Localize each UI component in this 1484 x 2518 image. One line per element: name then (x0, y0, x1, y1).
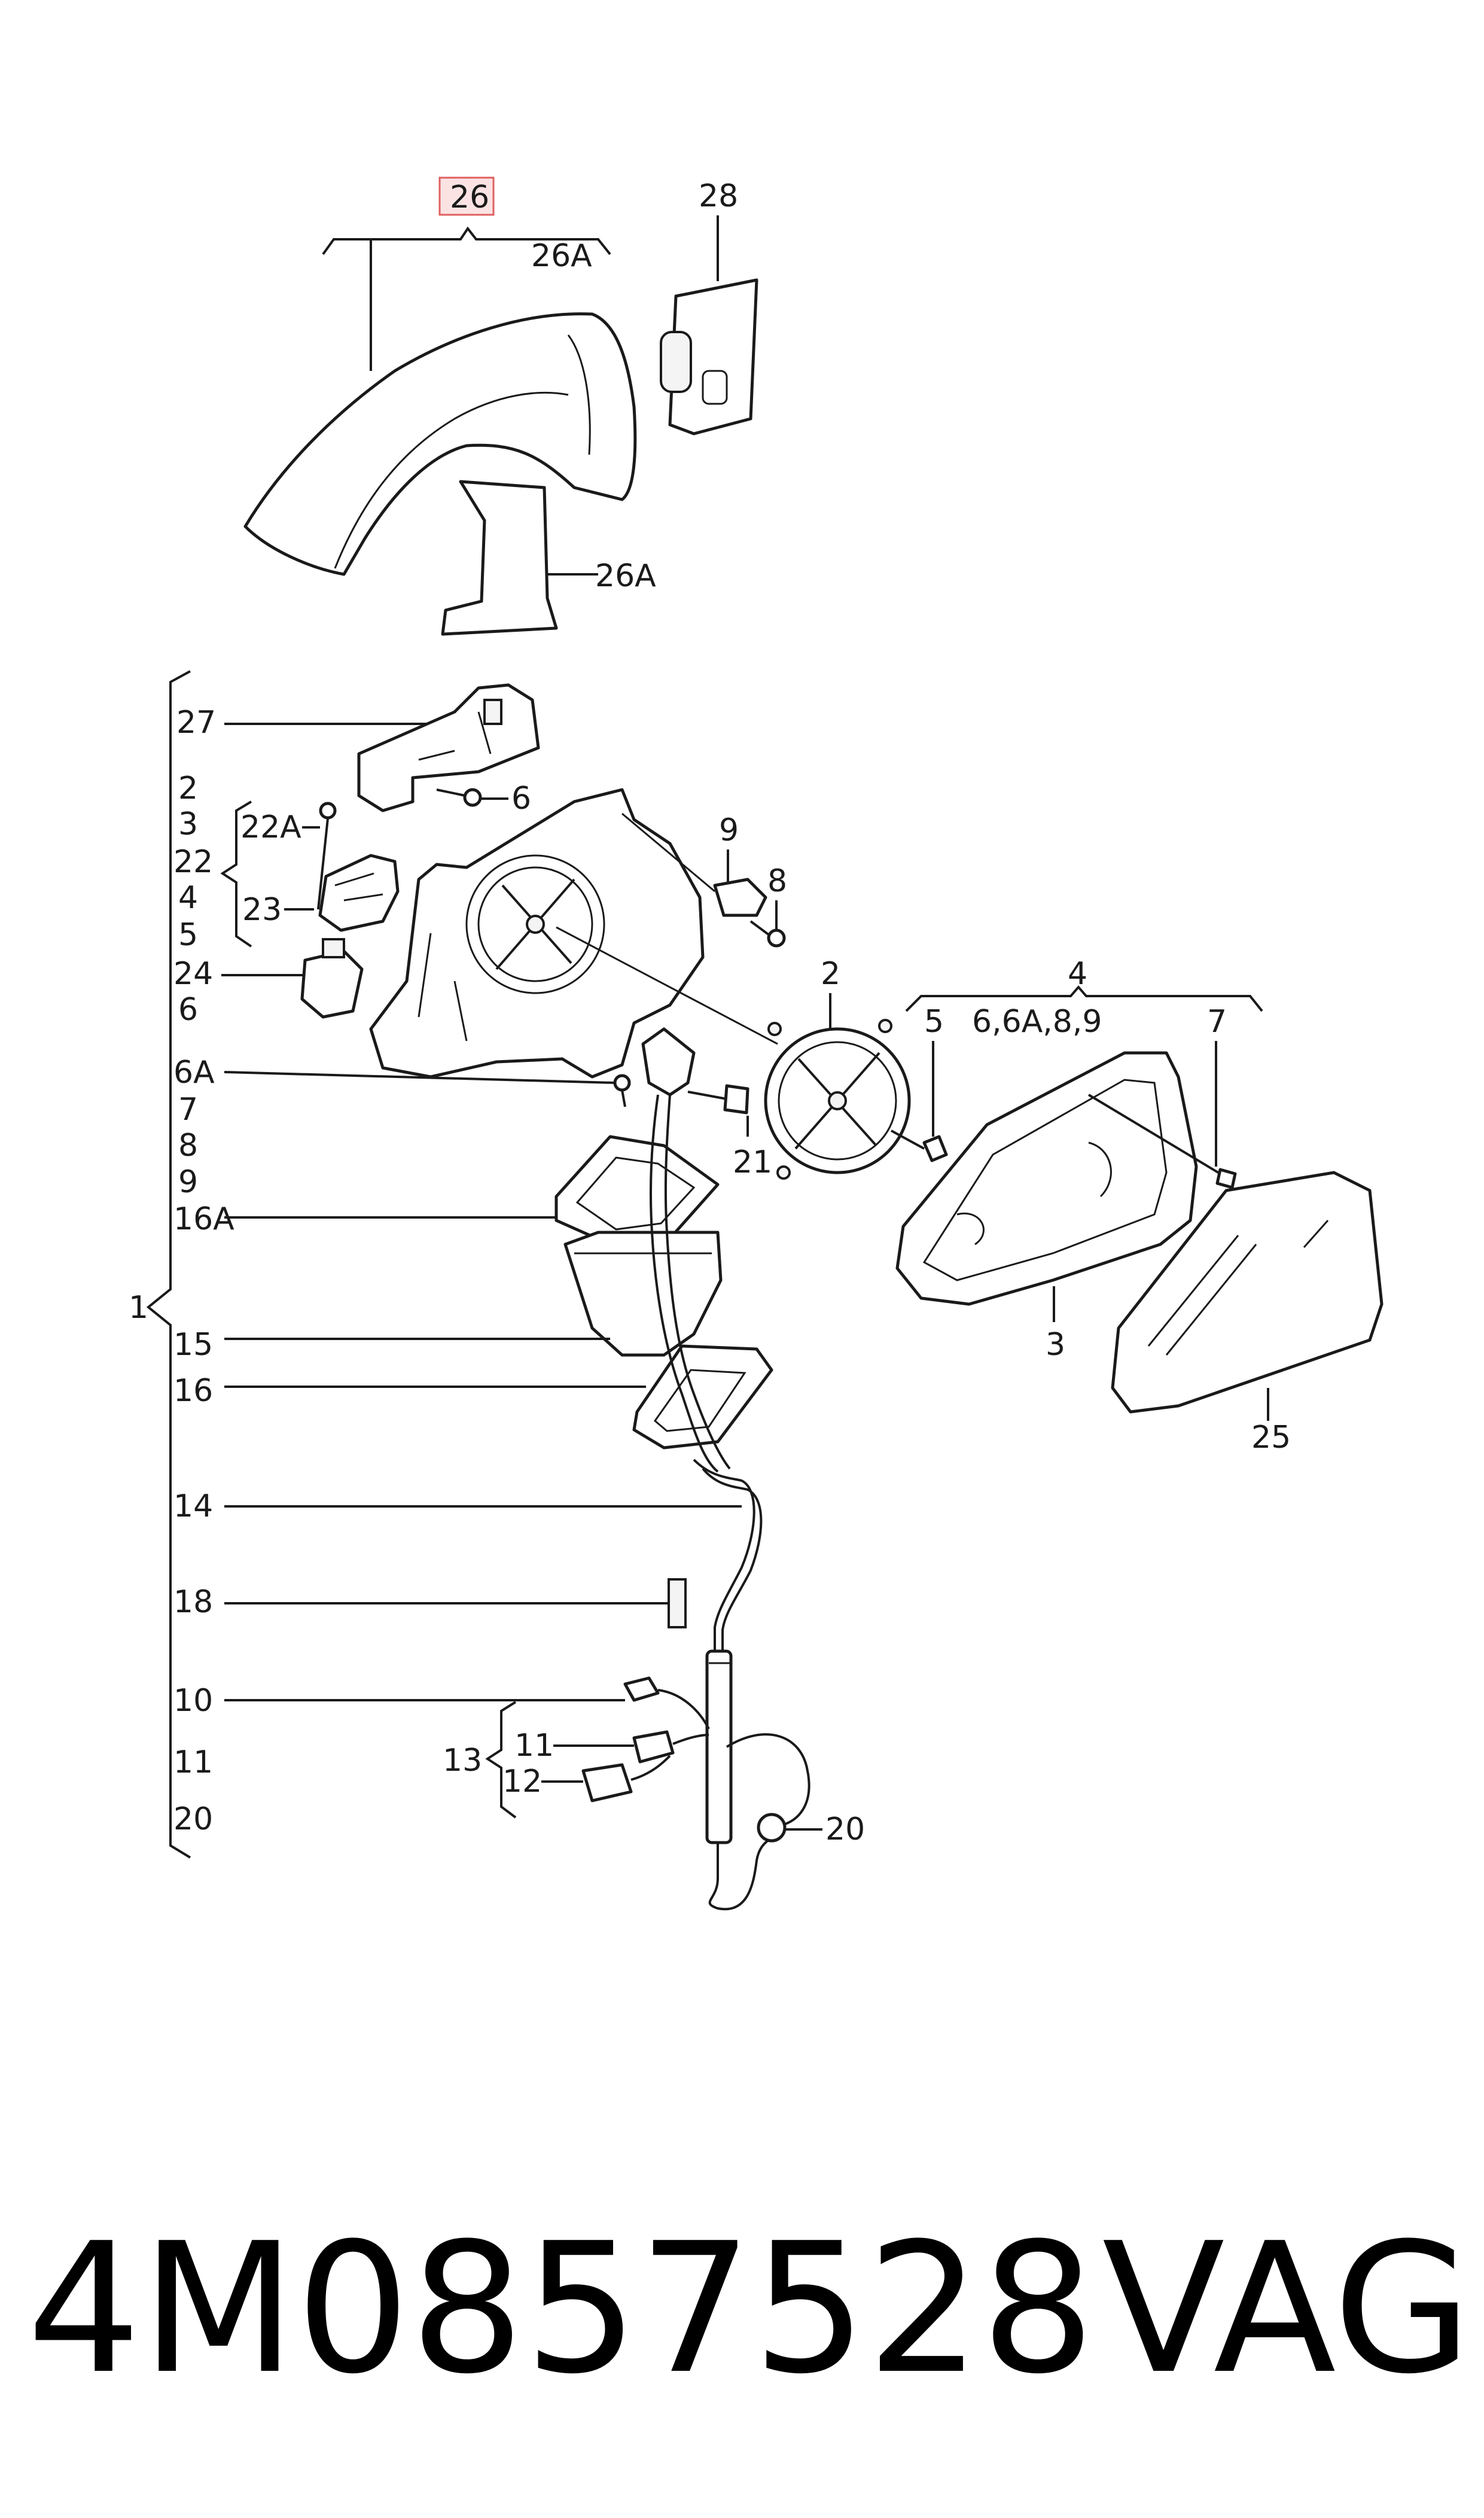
label-15: 15 (173, 1327, 213, 1363)
label-22: 22 (173, 844, 213, 880)
label-18: 18 (173, 1584, 213, 1620)
label-6-6A-8-9: 6,6A,8,9 (972, 1004, 1102, 1040)
highlight-box-26 (438, 176, 495, 216)
label-20-index: 20 (173, 1801, 213, 1837)
label-6-screw: 6 (511, 781, 531, 817)
label-16: 16 (173, 1373, 213, 1409)
mirror-base-assembly: 21 9 8 (224, 788, 787, 1180)
label-26A: 26A (595, 558, 656, 594)
label-22A: 22A (240, 809, 301, 845)
label-8-index: 8 (178, 1128, 198, 1164)
label-5: 5 (924, 1004, 944, 1040)
label-7-index: 7 (178, 1092, 198, 1128)
label-10: 10 (173, 1683, 213, 1719)
bracket-27: 6 (224, 683, 540, 817)
brand-name: VAG (1102, 2205, 1472, 2413)
seals-and-boot (224, 1094, 773, 1473)
label-12: 12 (502, 1764, 542, 1800)
label-2-index: 2 (178, 771, 198, 806)
label-11: 11 (514, 1728, 554, 1764)
assembly-1-index: 1 27 2 3 22 4 5 24 6 6A 7 8 9 16A 15 16 … (129, 670, 234, 1859)
label-25: 25 (1251, 1420, 1291, 1456)
adjuster-plate-2: 2 (556, 926, 911, 1180)
label-2: 2 (821, 956, 840, 992)
label-14: 14 (173, 1488, 213, 1524)
label-28: 28 (699, 178, 738, 214)
label-23: 23 (242, 892, 282, 928)
label-9: 9 (719, 812, 739, 848)
label-27: 27 (176, 705, 216, 741)
part-number: 4M0857528 (27, 2205, 1095, 2413)
label-1: 1 (129, 1290, 148, 1326)
label-3-index: 3 (178, 806, 198, 842)
label-8: 8 (767, 863, 787, 899)
label-21: 21 (733, 1144, 772, 1180)
label-3: 3 (1046, 1327, 1065, 1363)
label-26: 26 (450, 179, 489, 215)
assembly-22-group: 22A 23 (220, 800, 400, 1019)
label-24: 24 (173, 956, 213, 992)
wiring-harness: 20 13 11 12 (224, 1459, 865, 1911)
mirror-frame-group-4: 4 5 6,6A,8,9 7 3 25 (891, 956, 1384, 1456)
label-9-index: 9 (178, 1164, 198, 1200)
label-4-index: 4 (178, 880, 198, 916)
label-5-index: 5 (178, 917, 198, 953)
label-6-index: 6 (178, 992, 198, 1028)
mirror-cover-assembly: 26 26A 26A 28 (243, 176, 758, 636)
label-26A-top: 26A (531, 238, 592, 274)
label-13: 13 (443, 1743, 482, 1779)
label-11-index: 11 (173, 1744, 213, 1780)
label-7: 7 (1207, 1004, 1227, 1040)
label-16A: 16A (173, 1201, 234, 1237)
label-6A: 6A (173, 1055, 215, 1091)
label-4: 4 (1068, 956, 1087, 992)
label-20: 20 (825, 1811, 865, 1847)
